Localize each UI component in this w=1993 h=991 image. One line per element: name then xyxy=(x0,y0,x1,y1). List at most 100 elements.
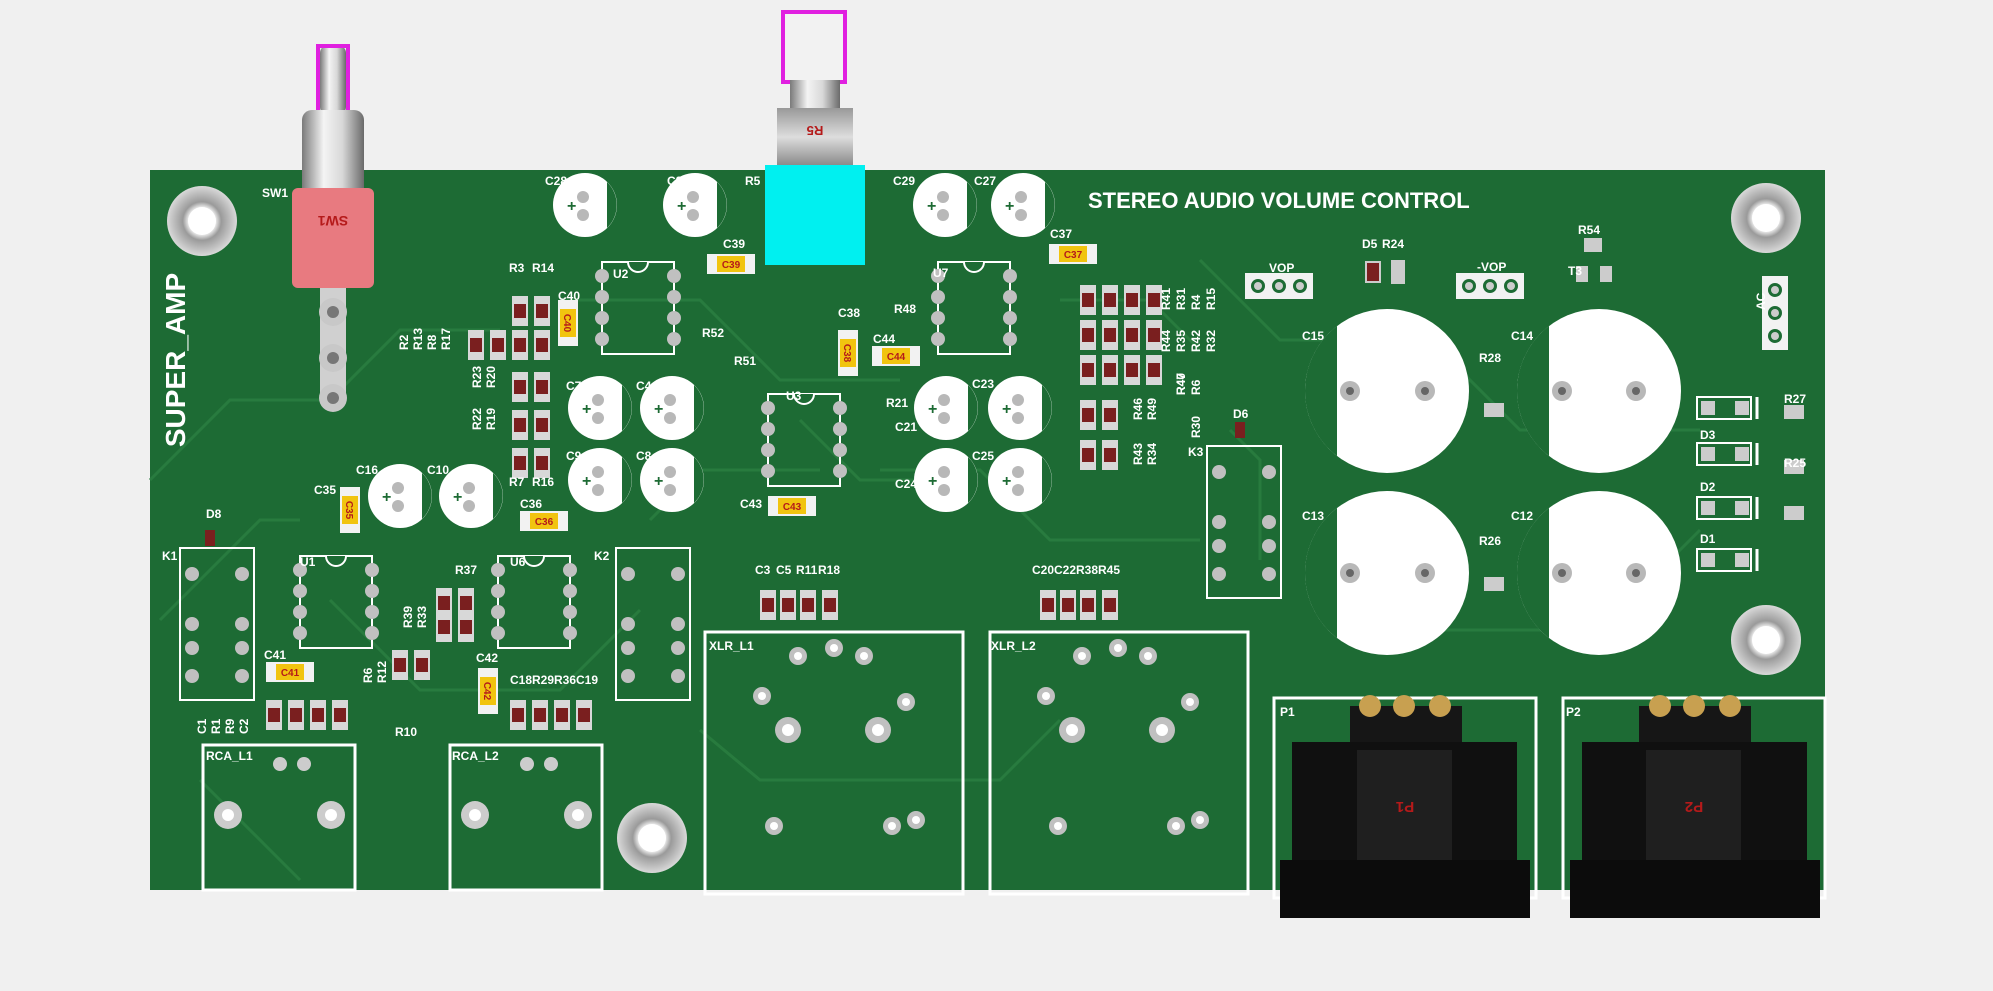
silk-label-r20: R20 xyxy=(484,366,498,388)
silk-label-r6: R6 xyxy=(361,667,375,683)
silk-label-u1: U1 xyxy=(300,555,316,569)
silk-label-r28: R28 xyxy=(1479,351,1501,365)
p1-body-label: P1 xyxy=(1396,798,1414,815)
silk-label-p1: P1 xyxy=(1280,705,1295,719)
c37-body-label: C37 xyxy=(1064,250,1083,261)
silk-label-c40: C40 xyxy=(558,289,580,303)
svg-text:+: + xyxy=(654,401,663,418)
silk-label-c15: C15 xyxy=(1302,329,1324,343)
silk-label-c7: C7 xyxy=(566,379,582,393)
silk-label-r30: R30 xyxy=(1189,416,1203,438)
diodes xyxy=(205,238,1804,591)
silk-label-r42: R42 xyxy=(1189,330,1203,352)
silk-label-r19: R19 xyxy=(484,408,498,430)
silk-label-r51: R51 xyxy=(734,354,756,368)
silk-label-r46: R46 xyxy=(1131,398,1145,420)
svg-text:+: + xyxy=(1660,558,1675,588)
svg-text:+: + xyxy=(1660,376,1675,406)
small-capacitors: ++++++++++++++ xyxy=(368,173,1055,528)
silk-label-r11: R11 xyxy=(796,563,818,577)
rca-jack-icon xyxy=(201,743,604,892)
silk-label-vop: VOP xyxy=(1269,261,1294,275)
silk-label-k2: K2 xyxy=(594,549,610,563)
silk-label-k3: K3 xyxy=(1188,445,1204,459)
potentiometer-icon xyxy=(765,10,865,265)
silk-label-c23: C23 xyxy=(972,377,994,391)
silk-label-r54: R54 xyxy=(1578,223,1600,237)
silk-label-c14: C14 xyxy=(1511,329,1533,343)
c38-body-label: C38 xyxy=(841,344,852,363)
silk-label-c4: C4 xyxy=(636,379,652,393)
silk-label-c20: C20 xyxy=(1032,563,1054,577)
silk-label-c10: C10 xyxy=(427,463,449,477)
silk-label-r2: R2 xyxy=(397,334,411,350)
silk-label-r17: R17 xyxy=(439,328,453,350)
silk-label-sw1: SW1 xyxy=(262,186,288,200)
silk-label-r3: R3 xyxy=(509,261,525,275)
silk-label-d6: D6 xyxy=(1233,407,1249,421)
silk-label-p2: P2 xyxy=(1566,705,1581,719)
silk-label-xlr-l2: XLR_L2 xyxy=(991,639,1036,653)
svg-text:+: + xyxy=(928,473,937,490)
silk-label-r40: R40 xyxy=(1174,373,1188,395)
silk-label-r26: R26 xyxy=(1479,534,1501,548)
silk-label-c8: C8 xyxy=(636,449,652,463)
board-title: STEREO AUDIO VOLUME CONTROL xyxy=(1088,188,1470,213)
xlr-connector-icon xyxy=(703,630,1250,896)
silk-label--vop: -VOP xyxy=(1477,260,1506,274)
c39-body-label: C39 xyxy=(722,260,741,271)
silk-label-c36: C36 xyxy=(520,497,542,511)
silk-label-xlr-l1: XLR_L1 xyxy=(709,639,754,653)
smd-capacitors xyxy=(266,244,1097,714)
silk-label-c24: C24 xyxy=(895,477,917,491)
silk-label-c16: C16 xyxy=(356,463,378,477)
svg-text:+: + xyxy=(1005,198,1014,215)
silk-label-r31: R31 xyxy=(1174,288,1188,310)
r5-body-label: R5 xyxy=(807,123,824,138)
silk-label-u6: U6 xyxy=(510,555,526,569)
silk-label-d5: D5 xyxy=(1362,237,1378,251)
c43-body-label: C43 xyxy=(783,502,802,513)
svg-text:+: + xyxy=(582,473,591,490)
silk-label-r25: R25 xyxy=(1784,456,1806,470)
silk-label-r1: R1 xyxy=(209,718,223,734)
relay-icon xyxy=(179,445,1282,701)
silk-label-r37: R37 xyxy=(455,563,477,577)
silk-label-u7: U7 xyxy=(933,266,949,280)
silk-label-u2: U2 xyxy=(613,267,629,281)
electrolytic-capacitor-icon xyxy=(1304,309,1681,655)
silk-label-c39: C39 xyxy=(723,237,745,251)
silk-label-d3: D3 xyxy=(1700,428,1716,442)
silk-label-r4: R4 xyxy=(1189,294,1203,310)
silk-label-r24: R24 xyxy=(1382,237,1404,251)
c35-body-label: C35 xyxy=(343,501,354,520)
sw1-body-label: SW1 xyxy=(318,213,349,229)
c36-body-label: C36 xyxy=(535,517,554,528)
svg-text:+: + xyxy=(1002,401,1011,418)
c40-body-label: C40 xyxy=(561,314,572,333)
silk-label-c13: C13 xyxy=(1302,509,1324,523)
silk-label-r5: R5 xyxy=(745,174,761,188)
silk-label-r35: R35 xyxy=(1174,330,1188,352)
silk-label-u3: U3 xyxy=(786,389,802,403)
silk-label-r18: R18 xyxy=(818,563,840,577)
silk-label-r34: R34 xyxy=(1145,443,1159,465)
mounting-hole-icon xyxy=(167,183,1801,873)
svg-text:-: - xyxy=(1448,558,1457,588)
c44-body-label: C44 xyxy=(887,352,906,363)
svg-text:+: + xyxy=(567,198,576,215)
silk-label-c29: C29 xyxy=(893,174,915,188)
silk-label-r36: R36 xyxy=(554,673,576,687)
silk-label-c25: C25 xyxy=(972,449,994,463)
silk-label-c9: C9 xyxy=(566,449,582,463)
silk-label-r6: R6 xyxy=(1189,379,1203,395)
board-name: SUPER_AMP xyxy=(160,273,191,447)
c41-body-label: C41 xyxy=(281,668,300,679)
p2-body-label: P2 xyxy=(1685,798,1703,815)
silk-label-ac: AC xyxy=(1754,292,1768,310)
silk-label-r41: R41 xyxy=(1159,288,1173,310)
silk-label-d8: D8 xyxy=(206,507,222,521)
silk-label-c43: C43 xyxy=(740,497,762,511)
